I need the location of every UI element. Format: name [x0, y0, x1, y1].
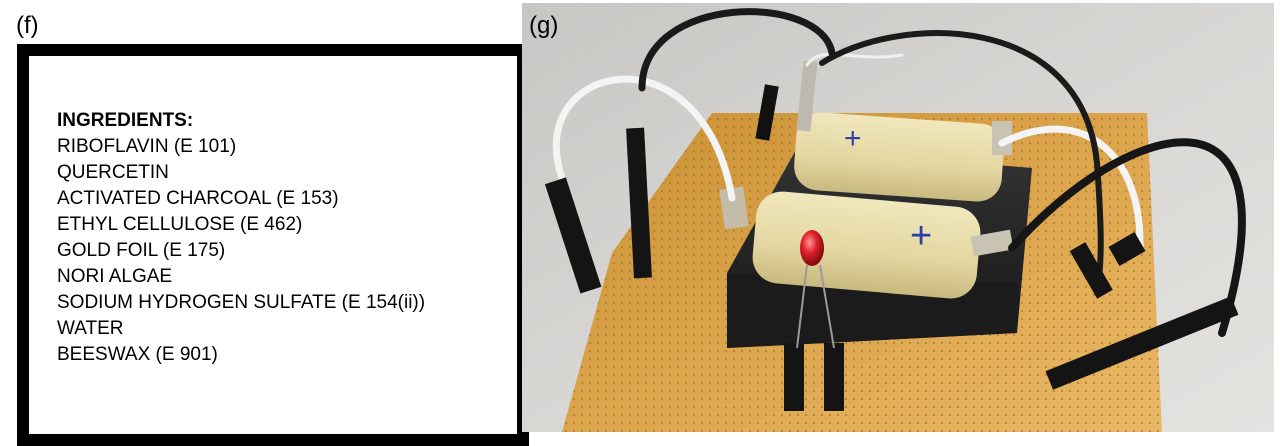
- ingredient-item: BEESWAX (E 901): [57, 344, 218, 365]
- ingredient-item: SODIUM HYDROGEN SULFATE (E 154(ii)): [57, 292, 426, 313]
- ingredient-item: ACTIVATED CHARCOAL (E 153): [57, 188, 339, 209]
- ingredients-list: INGREDIENTS: RIBOFLAVIN (E 101) QUERCETI…: [57, 108, 425, 368]
- ingredient-item: WATER: [57, 318, 124, 339]
- ingredient-item: ETHYL CELLULOSE (E 462): [57, 214, 303, 235]
- ingredients-box: INGREDIENTS: RIBOFLAVIN (E 101) QUERCETI…: [17, 44, 529, 446]
- ingredients-title: INGREDIENTS:: [57, 110, 194, 131]
- red-led: [796, 230, 835, 349]
- jumper-connectors: [544, 84, 1239, 411]
- battery-plus-sign: +: [910, 215, 932, 257]
- ingredient-item: QUERCETIN: [57, 162, 169, 183]
- battery-circuit-photo: + +: [522, 3, 1274, 432]
- panel-label-g: (g): [529, 12, 559, 39]
- back-battery: +: [794, 112, 1004, 202]
- ingredient-item: NORI ALGAE: [57, 266, 173, 287]
- front-battery: +: [752, 191, 981, 299]
- ingredient-item: RIBOFLAVIN (E 101): [57, 136, 237, 157]
- ingredient-item: GOLD FOIL (E 175): [57, 240, 226, 261]
- black-wires: [638, 8, 1246, 337]
- battery-plus-sign: +: [844, 122, 862, 155]
- metal-clips: [719, 60, 1014, 257]
- panel-label-f: (f): [16, 12, 39, 39]
